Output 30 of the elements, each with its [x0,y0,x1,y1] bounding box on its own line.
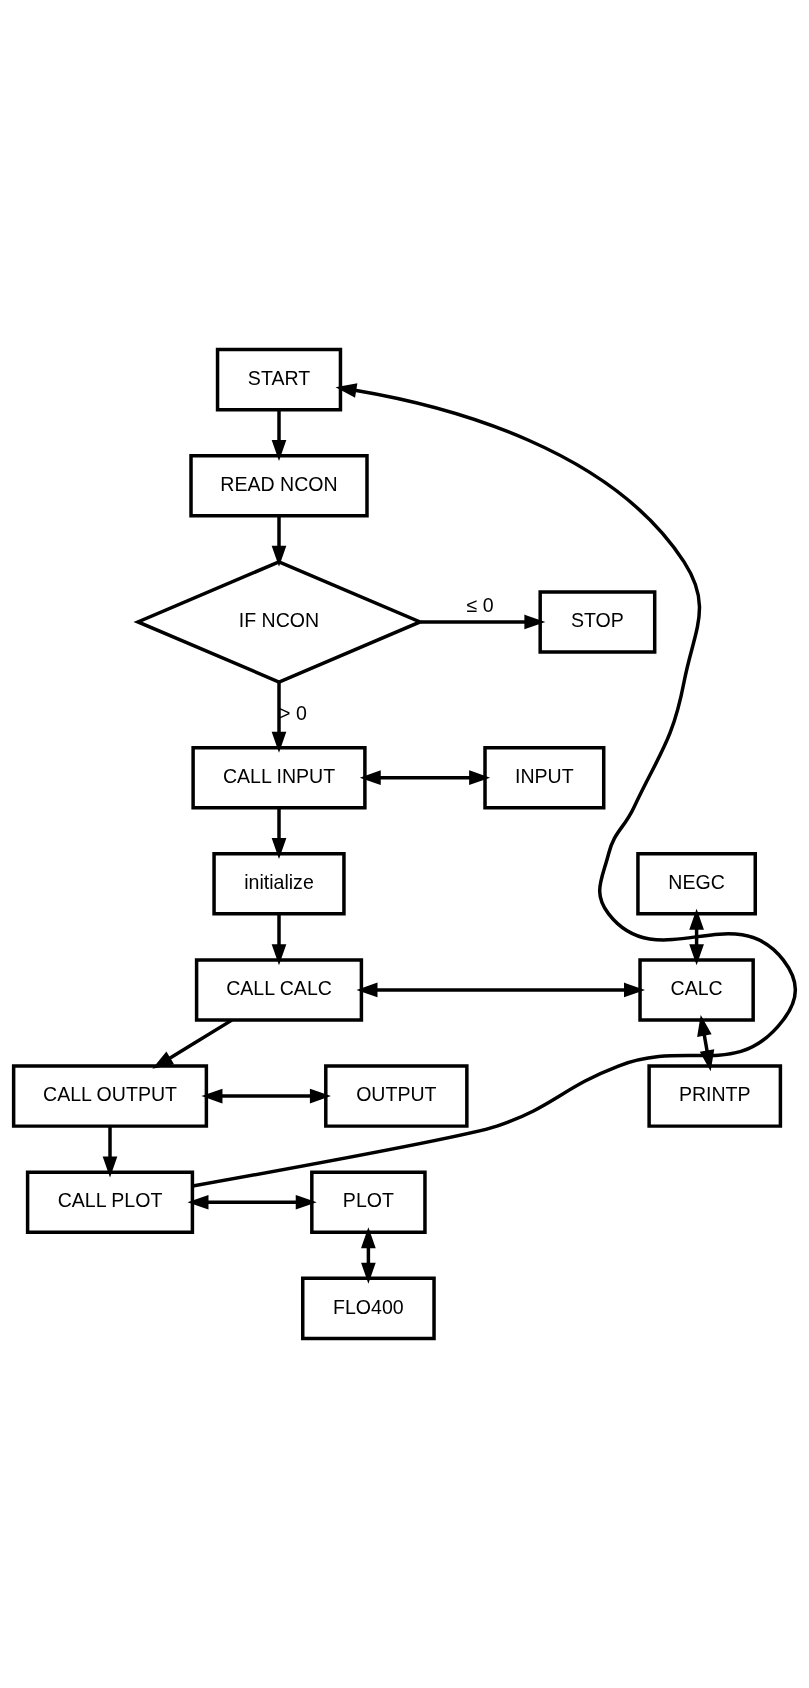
arrow [361,1227,376,1284]
arrow [356,982,645,998]
node-box: FLO400 [301,1276,436,1341]
arrow [689,908,704,966]
node-box: OUTPUT [324,1064,469,1128]
node-box: CALL CALC [194,958,364,1022]
node-box: START [215,347,343,412]
arrow [152,1018,233,1069]
node-box: CALC [638,958,755,1022]
arrow [359,770,491,785]
node-box: NEGC [636,852,757,916]
arrow [271,516,287,567]
arrow [192,383,797,1188]
node-box: CALL INPUT [191,745,367,810]
node-box: CALL PLOT [25,1170,195,1234]
arrow [271,807,287,860]
node-box: PLOT [310,1170,427,1234]
arrow [271,914,287,966]
arrow [271,409,287,461]
edge-label: ≤ 0 [466,594,494,617]
arrow [102,1126,118,1178]
node-box: initialize [212,852,346,916]
node-box: READ NCON [189,454,369,518]
arrow [420,614,546,630]
node-box: PRINTP [647,1064,783,1128]
node-box: CALL OUTPUT [11,1064,209,1128]
arrow [201,1088,331,1104]
node-box: INPUT [483,745,606,810]
node-box: STOP [538,590,657,654]
arrow [187,1194,317,1210]
